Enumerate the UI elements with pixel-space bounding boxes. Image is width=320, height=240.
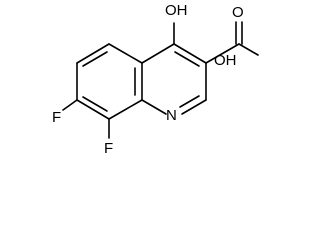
bond-c4a-c5 [108, 43, 143, 64]
bond-n1-c8a [141, 99, 167, 115]
bond-cooh-coh [238, 43, 259, 56]
bond-c5-c6-inner [82, 51, 108, 67]
carboxyl-hydroxyl-label: OH [214, 52, 237, 69]
fluoro-8-label: F [104, 140, 113, 157]
hydroxyl-label: OH [165, 2, 188, 19]
bond-c7-f [62, 99, 78, 111]
bond-c4-c3 [173, 43, 207, 64]
ring-nitrogen-label: N [166, 107, 177, 124]
bond-c2-n1 [181, 99, 207, 115]
carboxyl-oxygen-label: O [232, 4, 244, 21]
bond-c5-c6 [76, 43, 110, 64]
bond-lines [62, 21, 259, 139]
fluoro-7-label: F [52, 109, 61, 126]
bond-c8-c8a [108, 99, 143, 120]
atom-labels: OH O OH N F F [52, 2, 244, 157]
bond-c7-c8 [76, 99, 110, 120]
bond-c2-n1-inner [179, 95, 200, 108]
bond-c4-c3-inner [174, 51, 200, 67]
bond-c7-c8-inner [82, 96, 108, 112]
bond-c4a-c4 [141, 43, 175, 64]
bond-c3-ccooh [205, 43, 240, 64]
molecule-structure: OH O OH N F F [52, 2, 259, 157]
